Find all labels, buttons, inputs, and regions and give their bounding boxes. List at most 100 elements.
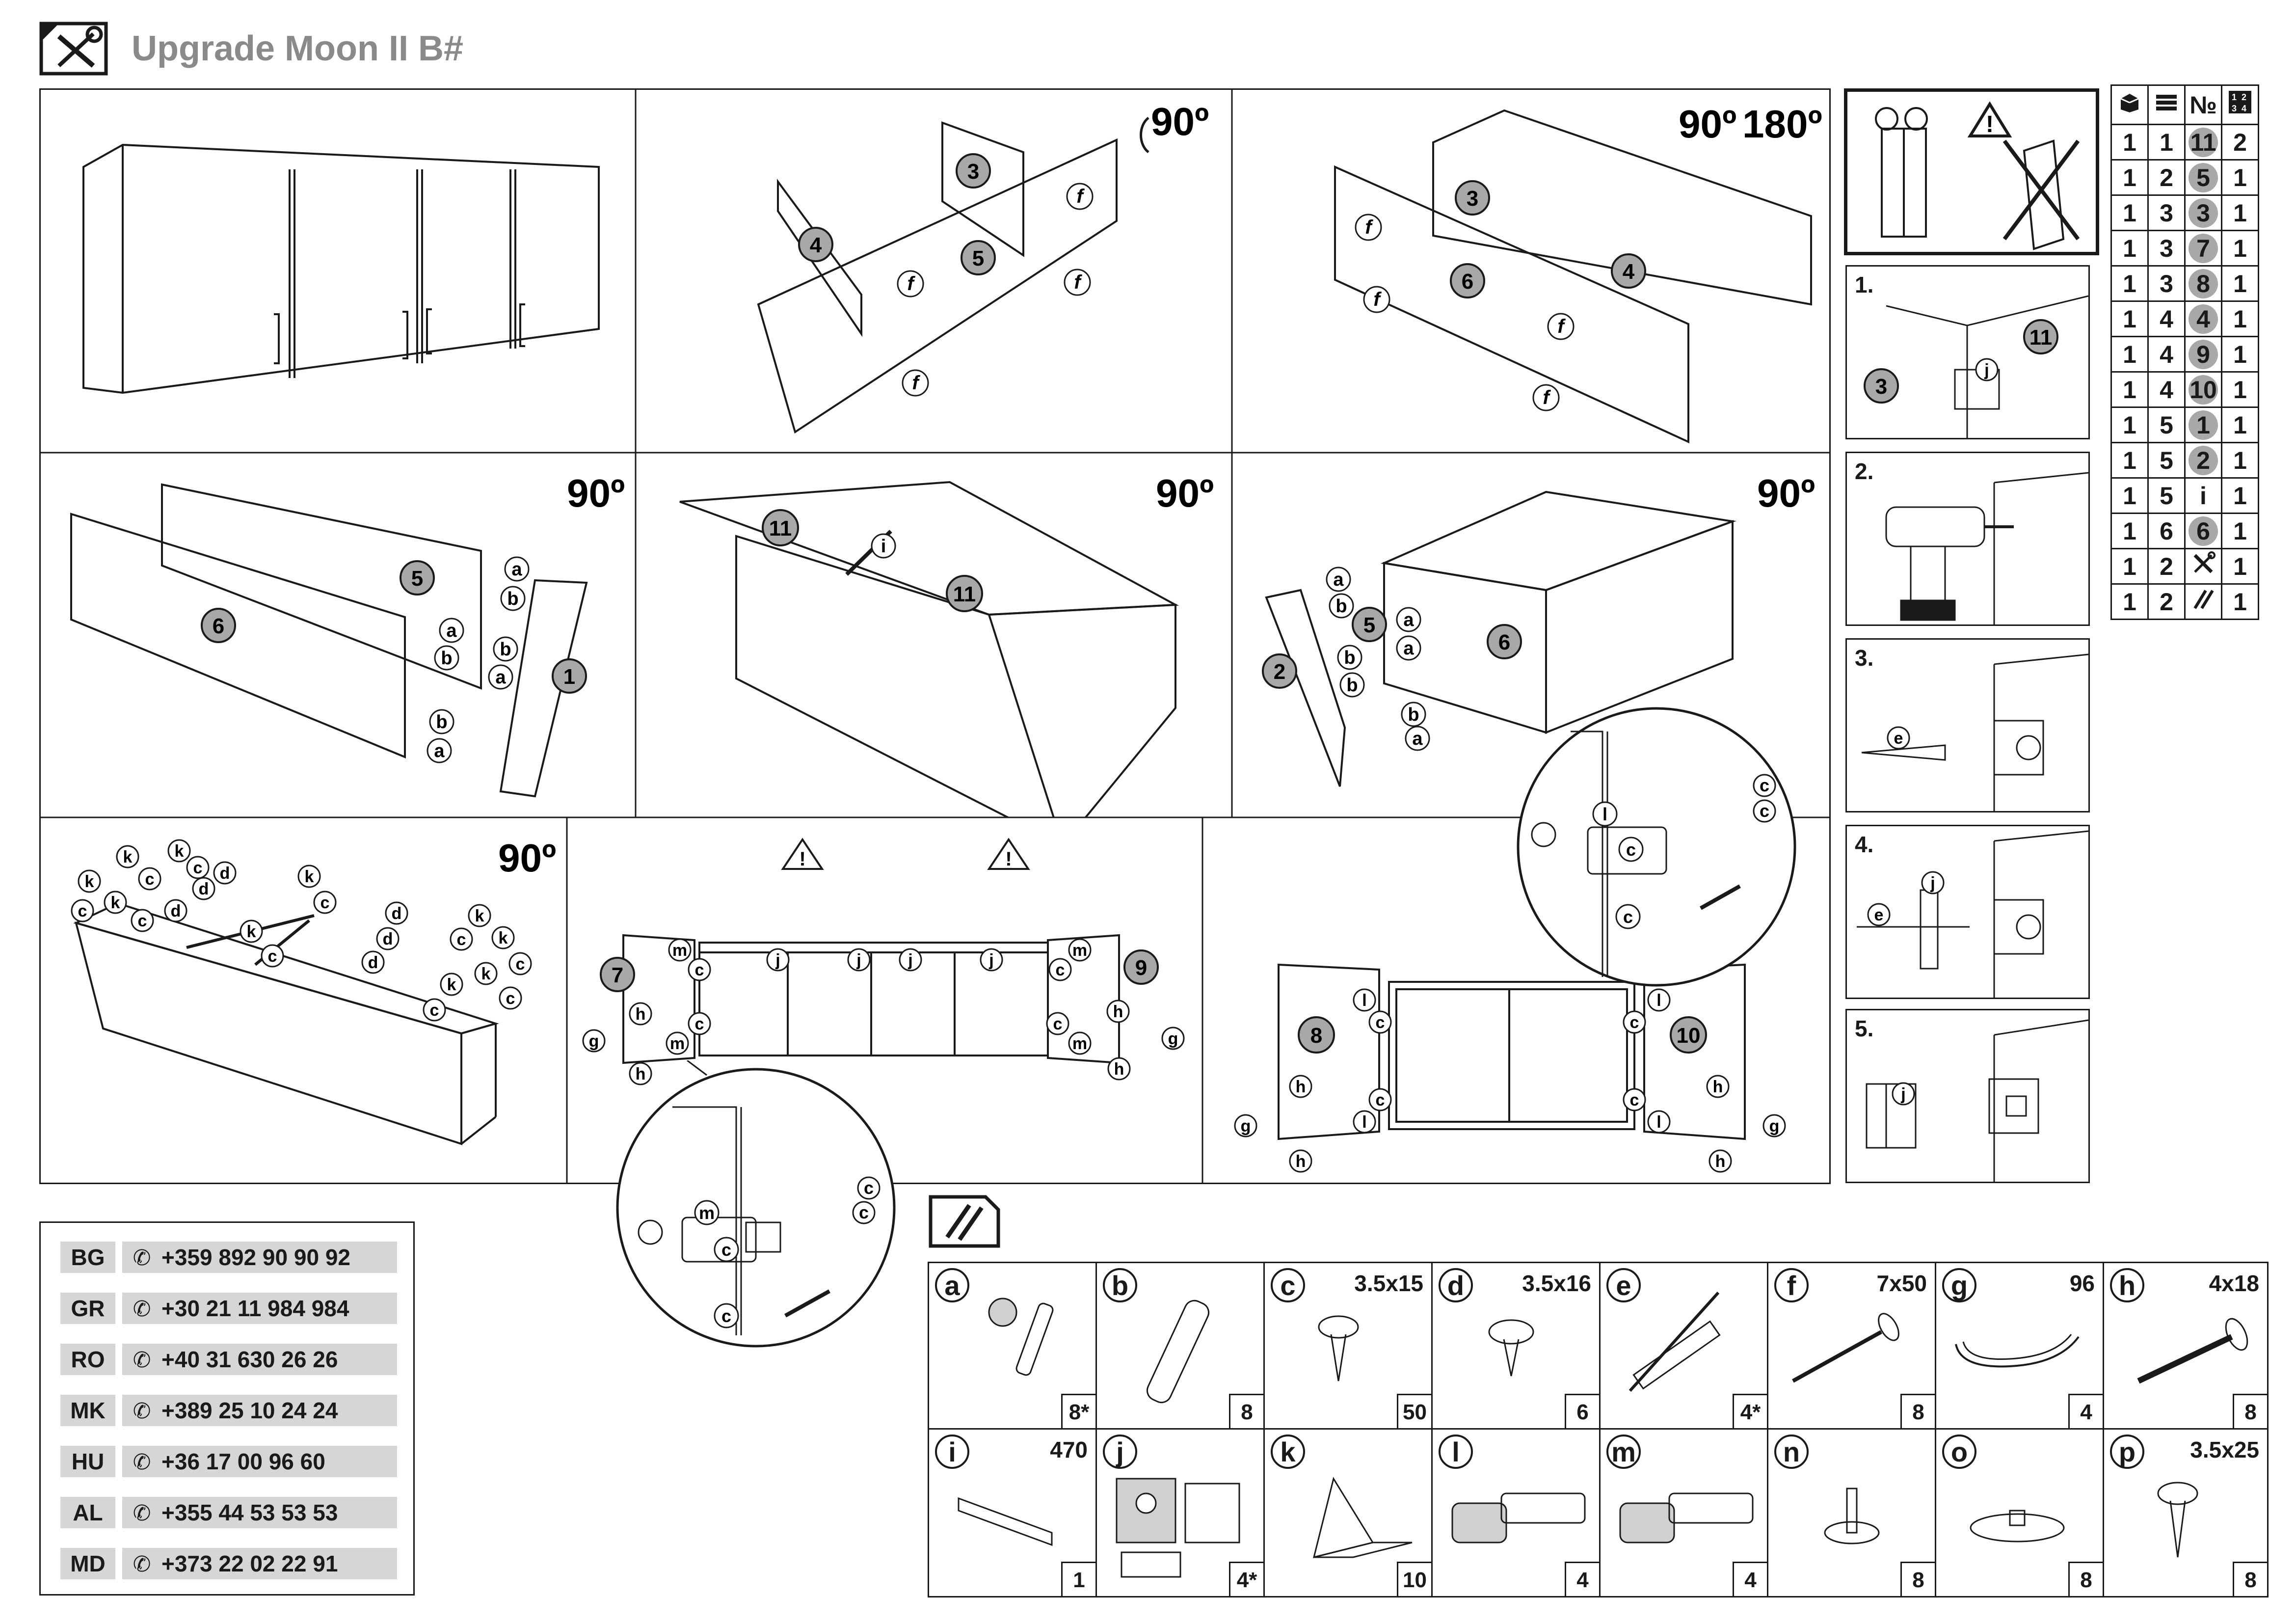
- svg-text:!: !: [1005, 848, 1012, 870]
- fastener-b: b: [1408, 704, 1419, 725]
- rotation-90: 90º: [567, 471, 625, 515]
- panel-step-4: 6 5 1 a b a b b a b a 90º: [70, 471, 625, 798]
- fastener-a: a: [511, 559, 522, 580]
- wall-step-3: 3. e: [1845, 638, 2090, 812]
- screw-icon: [1488, 1319, 1534, 1377]
- phone-icon: ✆: [133, 1399, 151, 1423]
- fastener-a: a: [1333, 569, 1344, 590]
- fastener-c: c: [695, 961, 704, 979]
- fastener-k: k: [447, 975, 456, 994]
- fastener-k: k: [499, 929, 508, 947]
- phone-number: ✆+30 21 11 984 984: [122, 1293, 397, 1324]
- fastener-f: f: [1373, 289, 1382, 310]
- step-number: 4.: [1855, 832, 1874, 857]
- header-tools-icon: [39, 22, 108, 76]
- phone-icon: ✆: [133, 1501, 151, 1525]
- part-3: 3: [967, 160, 979, 184]
- part-7: 7: [612, 963, 623, 987]
- phone-icon: ✆: [133, 1246, 151, 1270]
- fastener-k: k: [305, 867, 314, 886]
- panel-step-9: 8 10 l c c l h g h c l c l h g h: [1234, 963, 1786, 1173]
- fastener-d: d: [368, 953, 378, 972]
- part-8: 8: [1310, 1024, 1322, 1048]
- safety-warning: !: [1844, 88, 2099, 255]
- fastener-f: f: [1557, 316, 1566, 337]
- foot-icon: [1824, 1488, 1880, 1544]
- screw-icon: [2157, 1482, 2198, 1558]
- part-6: 6: [213, 614, 224, 638]
- fastener-h: h: [1296, 1078, 1306, 1096]
- fastener-k: k: [85, 872, 94, 891]
- fastener-m: m: [1072, 941, 1087, 960]
- fastener-c: c: [268, 947, 277, 966]
- fastener-c: c: [721, 1240, 731, 1260]
- fastener-h: h: [1113, 1002, 1123, 1021]
- fastener-a: a: [1412, 729, 1423, 749]
- fastener-c: c: [430, 1001, 439, 1020]
- fastener-d: d: [220, 864, 230, 883]
- fastener-f: f: [907, 273, 915, 295]
- fastener-b: b: [500, 639, 511, 660]
- hardware-icon: [928, 1193, 1001, 1249]
- rotation-90: 90º: [498, 836, 556, 880]
- dowel-e: e: [1894, 729, 1903, 748]
- cam-lock-icon: [988, 1298, 1054, 1376]
- fastener-h: h: [1114, 1060, 1124, 1079]
- fastener-c: c: [859, 1202, 869, 1222]
- country-code: GR: [60, 1293, 115, 1324]
- hinge-icon: [1619, 1492, 1754, 1543]
- phone-number: ✆+355 44 53 53 53: [122, 1497, 397, 1528]
- profile-icon: [958, 1497, 1053, 1546]
- country-code: AL: [60, 1497, 115, 1528]
- fastener-b: b: [436, 712, 447, 732]
- part-2: 2: [1274, 660, 1285, 684]
- phone-number: ✆+373 22 02 22 91: [122, 1548, 397, 1579]
- hinge-detail-zoom-right: l c c c c: [1517, 707, 1796, 987]
- fastener-h: h: [1713, 1078, 1723, 1096]
- fastener-a: a: [434, 741, 445, 761]
- fastener-b: a: [1403, 638, 1414, 659]
- bolt-icon: [2137, 1318, 2248, 1384]
- part-9: 9: [1135, 956, 1147, 980]
- svg-text:3: 3: [2232, 104, 2237, 113]
- phone-icon: ✆: [133, 1552, 151, 1576]
- svg-text:!: !: [799, 848, 805, 870]
- box-icon: [2110, 84, 2149, 125]
- fastener-c: c: [721, 1306, 731, 1326]
- fastener-c: c: [138, 912, 147, 930]
- step-number: 1.: [1855, 272, 1874, 298]
- part-6: 6: [1498, 630, 1510, 654]
- rotation-90: 90º: [1151, 100, 1209, 143]
- fastener-k: k: [111, 893, 120, 912]
- step-number: 2.: [1855, 459, 1874, 484]
- hinge-l: l: [1656, 1113, 1661, 1132]
- hinge-icon: [1451, 1492, 1586, 1543]
- handle-g: g: [1769, 1117, 1780, 1136]
- svg-text:2: 2: [2242, 92, 2246, 102]
- fastener-m: m: [672, 941, 687, 960]
- fastener-h: h: [636, 1005, 646, 1024]
- part-3: 3: [1875, 375, 1887, 399]
- fastener-c: c: [506, 989, 515, 1008]
- phone-icon: ✆: [133, 1348, 151, 1372]
- fastener-d: d: [383, 930, 393, 948]
- rotation-90: 90º: [1757, 471, 1815, 515]
- country-code: HU: [60, 1446, 115, 1477]
- panel-step-2: 4 3 5 f f f f 90º: [757, 100, 1209, 434]
- drill-icon: [1885, 472, 2088, 625]
- part-5: 5: [972, 246, 984, 271]
- screws-icon: [2184, 583, 2222, 620]
- part-4: 4: [810, 233, 822, 257]
